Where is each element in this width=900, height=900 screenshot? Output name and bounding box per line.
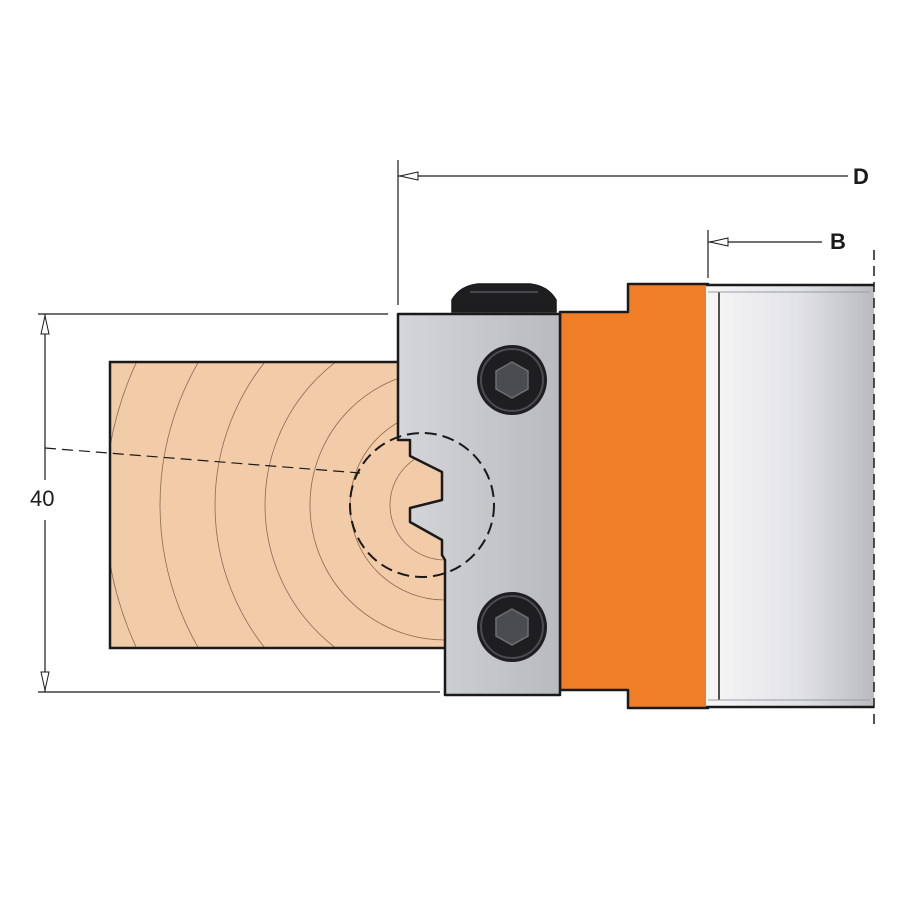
dimension-height-label: 40 xyxy=(30,486,54,511)
cutter-body xyxy=(558,282,710,710)
arbor-shaft xyxy=(706,250,875,730)
locking-screw-icon xyxy=(451,283,557,313)
hex-socket-screw-icon xyxy=(477,345,547,415)
dimension-d-label: D xyxy=(853,164,869,189)
dimension-height: 40 xyxy=(30,313,440,693)
dimension-b: B xyxy=(707,229,846,278)
wood-block-outline xyxy=(108,360,445,650)
hex-socket-screw-icon xyxy=(477,592,547,662)
wood-block xyxy=(110,362,445,648)
dimension-b-label: B xyxy=(830,229,846,254)
profile-detail-circle xyxy=(349,432,495,578)
detail-leader-line xyxy=(44,447,361,474)
dimension-d: D xyxy=(397,160,869,305)
